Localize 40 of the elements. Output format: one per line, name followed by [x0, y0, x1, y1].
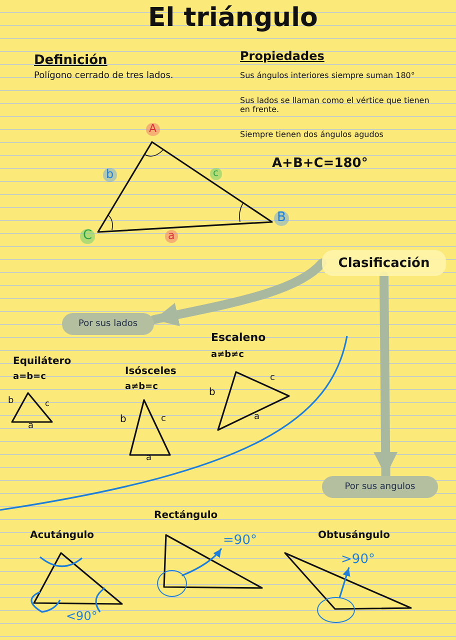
angle-circle [317, 597, 355, 623]
vertex-label: B [274, 211, 289, 226]
leader-arrow [339, 567, 350, 598]
section-heading: Definición [34, 54, 108, 69]
side-label: b [8, 396, 14, 406]
definition-text: Polígono cerrado de tres lados. [34, 71, 174, 82]
property-text: Sus lados se llaman como el vértice que tienen en frente. [240, 96, 430, 114]
formula-text: a=b=c [13, 372, 46, 382]
triangle-type-heading: Equilátero [13, 356, 72, 368]
property-text: Siempre tienen dos ángulos agudos [240, 130, 384, 140]
category-tag: Por sus lados [62, 313, 154, 335]
angle-value-text: >90° [335, 550, 381, 568]
side-label: c [45, 399, 50, 408]
side-label: b [120, 414, 126, 426]
angle-value-text: =90° [219, 531, 261, 549]
side-label: b [209, 387, 216, 398]
vertex-label: C [80, 229, 96, 244]
triangle-type-heading: Acutángulo [30, 530, 94, 542]
category-tag: Por sus angulos [322, 476, 438, 498]
formula-text: A+B+C=180° [272, 157, 368, 172]
side-label: c [270, 373, 275, 384]
angle-value-text: <90° [66, 610, 98, 624]
side-label: c [210, 168, 222, 180]
side-label: c [161, 414, 166, 424]
section-heading: Propiedades [240, 50, 324, 64]
formula-text: a≠b=c [125, 382, 158, 392]
triangle-type-heading: Isósceles [125, 366, 176, 378]
side-label: a [28, 421, 34, 432]
formula-text: a≠b≠c [211, 350, 244, 360]
side-label: b [103, 168, 117, 182]
page-title: El triángulo [148, 4, 318, 34]
property-text: Sus ángulos interiores siempre suman 180° [240, 71, 415, 80]
side-label: a [165, 230, 178, 243]
triangle-type-heading: Escaleno [211, 332, 266, 345]
side-label: a [254, 412, 260, 422]
vertex-label: A [146, 123, 160, 136]
triangle-type-heading: Rectángulo [154, 510, 218, 522]
triangle-type-heading: Obtusángulo [318, 530, 390, 542]
category-heading: Clasificación [322, 250, 446, 276]
angle-circle [157, 570, 187, 597]
